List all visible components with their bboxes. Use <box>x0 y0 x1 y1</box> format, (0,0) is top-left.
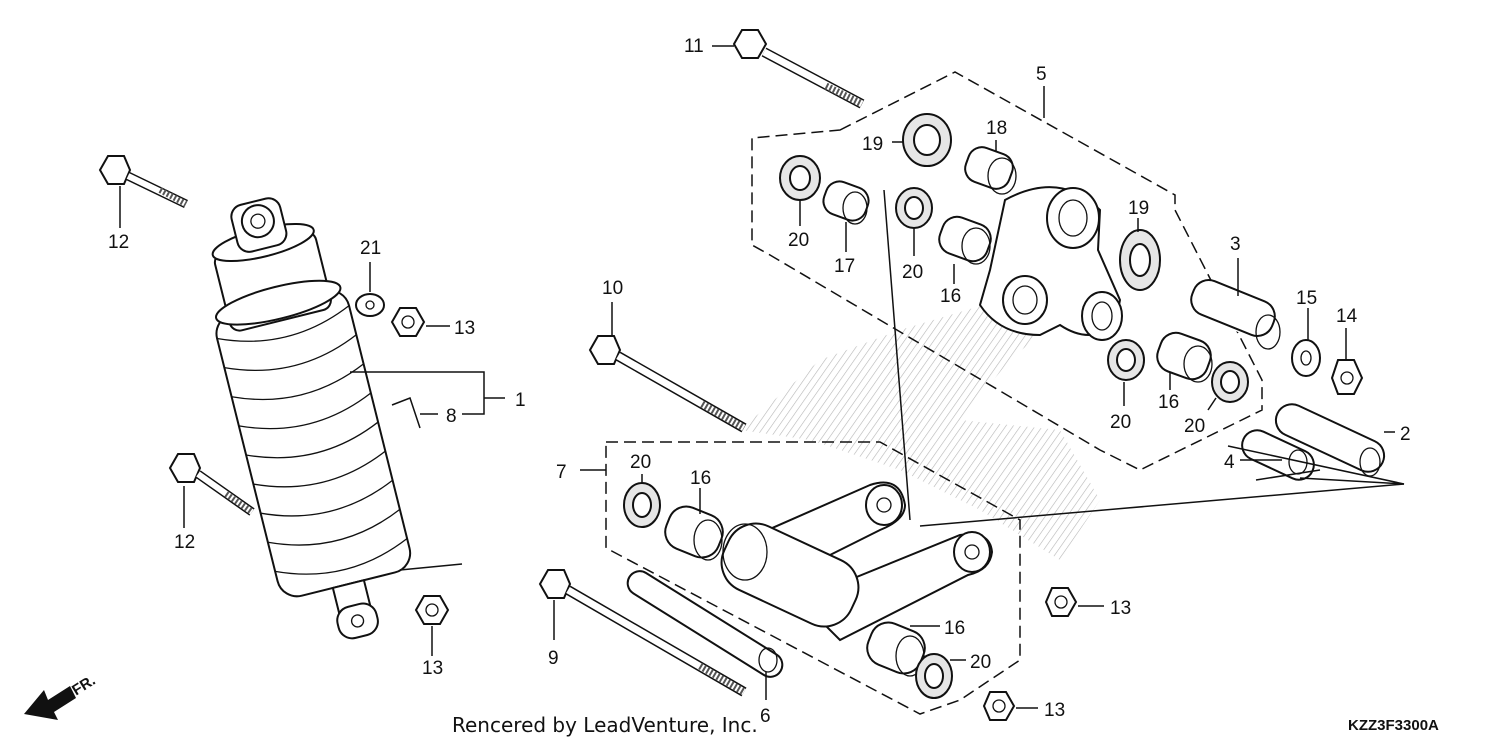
callout-20-d: 20 <box>1184 416 1205 437</box>
background-hatch <box>740 300 1100 560</box>
seal-19-top[interactable] <box>902 113 952 167</box>
callout-9: 9 <box>548 648 559 669</box>
bolt-12-bottom[interactable] <box>168 453 255 516</box>
nut-13-link-right[interactable] <box>1044 587 1078 617</box>
callout-16-link-left: 16 <box>690 468 711 489</box>
callout-11: 11 <box>684 36 704 57</box>
callout-13-shock-lower: 13 <box>422 658 443 679</box>
nut-13-shock-lower[interactable] <box>414 595 450 625</box>
bearing-16-c[interactable] <box>660 501 728 563</box>
bolt-11[interactable] <box>732 29 865 109</box>
callout-18: 18 <box>986 118 1007 139</box>
seal-20-d[interactable] <box>1211 361 1249 403</box>
callout-16-arm-lower: 16 <box>1158 392 1179 413</box>
clip-8[interactable] <box>391 397 421 429</box>
bearing-16-a[interactable] <box>935 213 995 266</box>
seal-20-c[interactable] <box>1107 339 1145 381</box>
collar-6[interactable] <box>623 567 787 682</box>
callout-13-shock-upper: 13 <box>454 318 475 339</box>
callout-2: 2 <box>1400 424 1411 445</box>
callout-17: 17 <box>834 256 855 277</box>
callout-20-e: 20 <box>630 452 651 473</box>
shock-arm[interactable] <box>978 186 1123 341</box>
assembly-5-outline <box>751 71 1263 471</box>
bolt-10[interactable] <box>588 335 747 433</box>
washer-21[interactable] <box>355 293 385 317</box>
callout-4: 4 <box>1224 452 1235 473</box>
nut-14[interactable] <box>1330 359 1364 395</box>
bolt-12-top[interactable] <box>98 155 188 209</box>
callout-14: 14 <box>1336 306 1358 327</box>
callout-19-right: 19 <box>1128 198 1149 219</box>
nut-13-link-bottom[interactable] <box>982 691 1016 721</box>
bearing-18[interactable] <box>961 143 1017 195</box>
callout-12-top: 12 <box>108 232 129 253</box>
callout-15: 15 <box>1296 288 1317 309</box>
callout-10: 10 <box>602 278 623 299</box>
callout-7: 7 <box>556 462 567 483</box>
callout-16-arm: 16 <box>940 286 961 307</box>
seal-20-a[interactable] <box>779 155 821 201</box>
seal-19-right[interactable] <box>1119 229 1161 291</box>
link-rod[interactable] <box>712 481 994 642</box>
callout-20-a: 20 <box>788 230 809 251</box>
bolt-9[interactable] <box>538 569 747 697</box>
render-credit: Rencered by LeadVenture, Inc. <box>452 713 758 737</box>
seal-20-f[interactable] <box>915 653 953 699</box>
bearing-17[interactable] <box>820 178 873 225</box>
callout-20-c: 20 <box>1110 412 1131 433</box>
front-arrow-icon <box>24 686 76 720</box>
callout-3: 3 <box>1230 234 1241 255</box>
nut-13-upper[interactable] <box>390 307 426 337</box>
shock-absorber[interactable] <box>187 185 427 653</box>
callout-12-bottom: 12 <box>174 532 195 553</box>
callout-21: 21 <box>360 238 381 259</box>
callout-1: 1 <box>515 390 526 411</box>
callout-16-link-right: 16 <box>944 618 965 639</box>
bearing-16-b[interactable] <box>1153 328 1216 383</box>
callout-6: 6 <box>760 706 771 727</box>
callout-13-link-bottom: 13 <box>1044 700 1065 721</box>
diagram-code: KZZ3F3300A <box>1348 717 1439 734</box>
collar-3[interactable] <box>1186 275 1281 350</box>
callout-8: 8 <box>446 406 457 427</box>
callout-5: 5 <box>1036 64 1047 85</box>
callout-19-top: 19 <box>862 134 883 155</box>
callout-20-f: 20 <box>970 652 991 673</box>
seal-20-b[interactable] <box>895 187 933 229</box>
washer-15[interactable] <box>1291 339 1321 377</box>
seal-20-e[interactable] <box>623 482 661 528</box>
callout-20-b: 20 <box>902 262 923 283</box>
callout-13-link-right: 13 <box>1110 598 1131 619</box>
